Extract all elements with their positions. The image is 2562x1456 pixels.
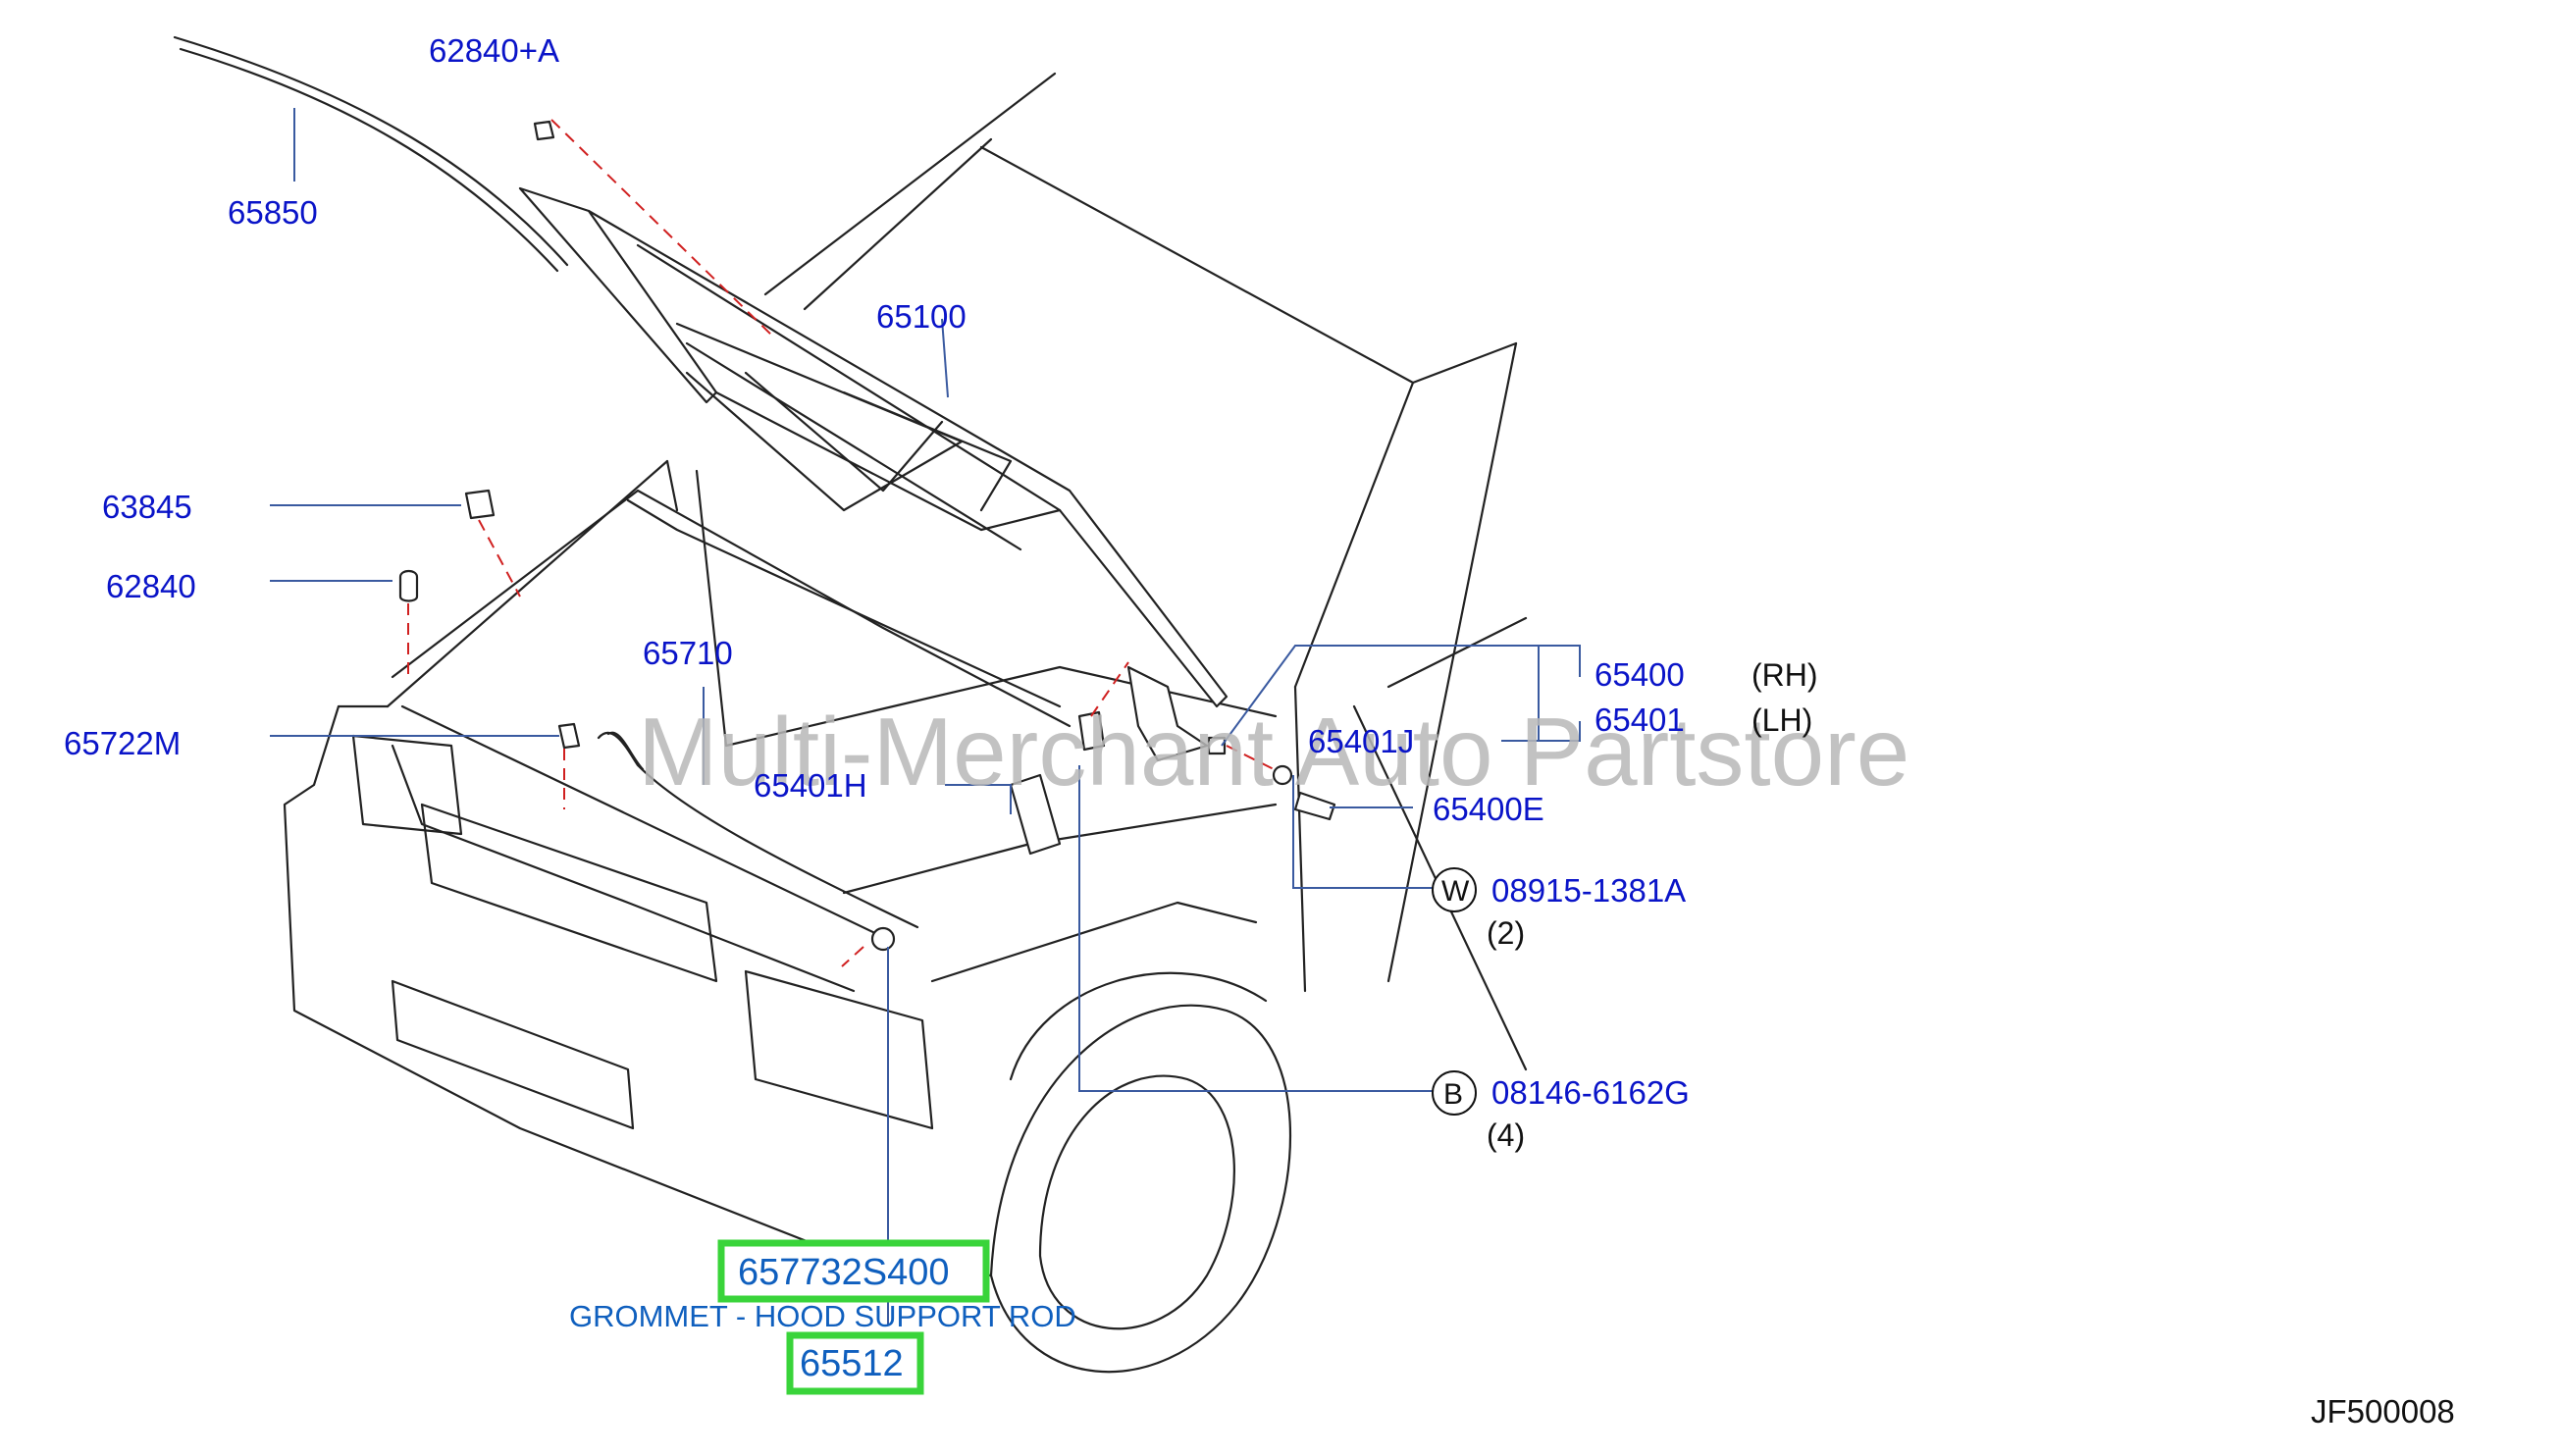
label-65401H[interactable]: 65401H — [754, 767, 867, 804]
label-65850[interactable]: 65850 — [228, 194, 318, 231]
b-symbol-letter: B — [1443, 1078, 1463, 1111]
highlight-box-part-number[interactable] — [717, 1239, 990, 1303]
highlight-part-number[interactable]: 657732S400 — [738, 1252, 950, 1293]
fastener-symbols: W B — [1432, 867, 1477, 1116]
label-65400E[interactable]: 65400E — [1433, 791, 1544, 827]
part-labels: 62840+A 65850 65100 63845 62840 65710 65… — [64, 32, 1690, 1111]
highlight-box-ref-number[interactable] — [786, 1331, 924, 1395]
highlighted-part[interactable]: 657732S400 GROMMET - HOOD SUPPORT ROD 65… — [569, 1239, 1076, 1395]
car-body-drawing — [173, 35, 1528, 1374]
qualifier-w-qty: (2) — [1487, 915, 1525, 951]
highlight-ref-number[interactable]: 65512 — [800, 1343, 904, 1384]
diagram-code: JF500008 — [2311, 1393, 2455, 1430]
label-65401[interactable]: 65401 — [1595, 702, 1685, 738]
w-symbol: W — [1432, 867, 1477, 912]
watermark-text: Multi-Merchant Auto Partstore — [638, 698, 1909, 806]
b-symbol: B — [1432, 1070, 1477, 1116]
label-62840A[interactable]: 62840+A — [429, 32, 559, 69]
label-65400[interactable]: 65400 — [1595, 656, 1685, 693]
label-08915-1381A[interactable]: 08915-1381A — [1491, 872, 1686, 909]
qualifier-b-qty: (4) — [1487, 1118, 1525, 1153]
w-symbol-letter: W — [1441, 875, 1470, 908]
label-08146-6162G[interactable]: 08146-6162G — [1491, 1074, 1690, 1111]
highlight-description: GROMMET - HOOD SUPPORT ROD — [569, 1299, 1076, 1333]
qualifier-labels: (RH) (LH) (2) (4) — [1487, 657, 1818, 1153]
label-65401J[interactable]: 65401J — [1308, 723, 1414, 759]
qualifier-lh: (LH) — [1752, 702, 1812, 738]
label-62840[interactable]: 62840 — [106, 568, 196, 604]
label-65100[interactable]: 65100 — [876, 298, 967, 335]
label-65710[interactable]: 65710 — [643, 635, 733, 671]
label-65722M[interactable]: 65722M — [64, 725, 181, 761]
label-63845[interactable]: 63845 — [102, 489, 192, 525]
dashed-alignment-lines — [407, 119, 1277, 967]
qualifier-rh: (RH) — [1752, 657, 1818, 693]
